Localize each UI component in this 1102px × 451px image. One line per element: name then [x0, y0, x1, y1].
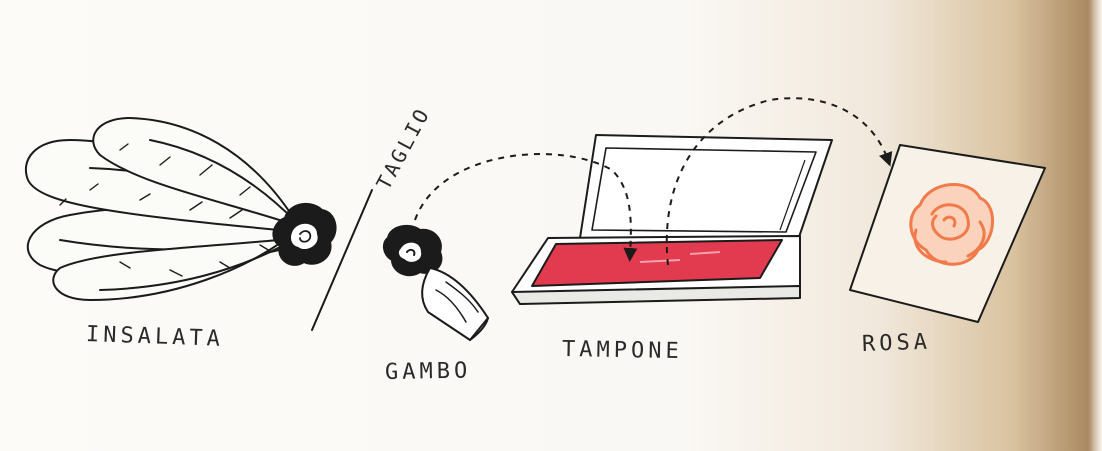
printed-rose-paper — [850, 145, 1045, 322]
lettuce-stem — [384, 226, 488, 340]
stamp-pad — [512, 135, 832, 304]
label-gambo: GAMBO — [385, 358, 472, 385]
label-rosa: ROSA — [862, 330, 932, 357]
lettuce-head — [26, 118, 336, 300]
page-edge-shadow — [1088, 0, 1102, 451]
label-insalata: INSALATA — [86, 322, 225, 352]
label-tampone: TAMPONE — [562, 337, 683, 364]
